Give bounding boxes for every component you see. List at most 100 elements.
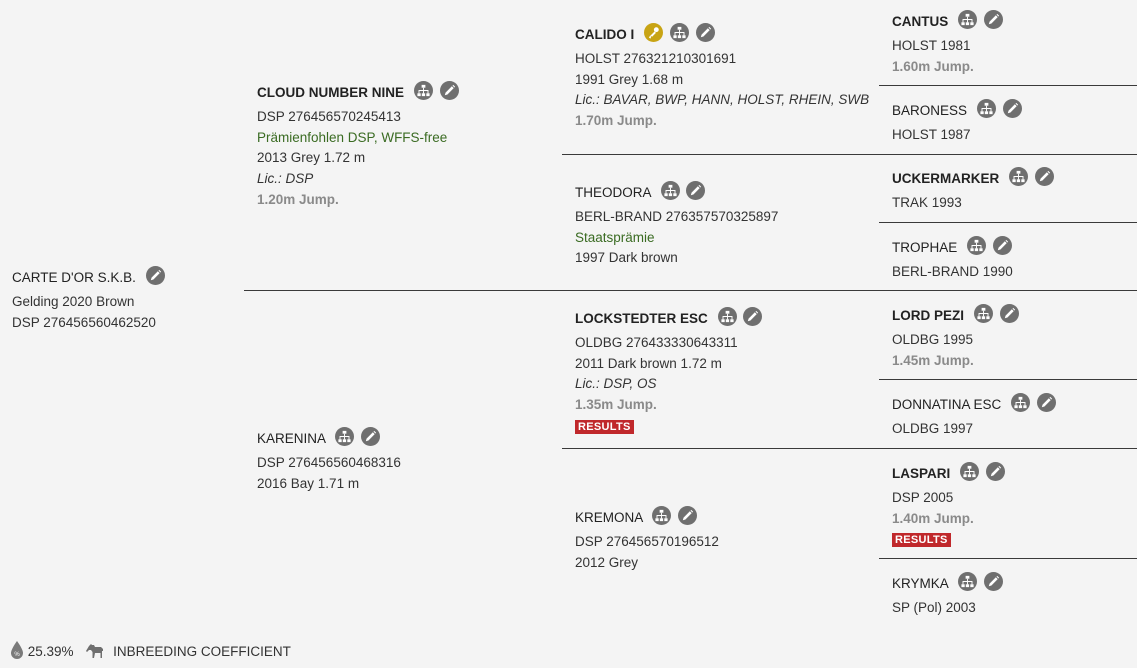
dam-sire-registration: OLDBG 276433330643311 — [575, 334, 738, 350]
pedigree-icon[interactable] — [717, 307, 737, 326]
sire-licence: Lic.: DSP — [257, 171, 314, 187]
cantus-details: HOLST 1981 — [892, 37, 971, 53]
edit-pencil-icon[interactable] — [360, 427, 380, 446]
subject-horse: CARTE D'OR S.K.B. Gelding 2020 Brown DSP… — [12, 266, 168, 333]
sire-dam: THEODORA BERL-BRAND 276357570325897 Staa… — [575, 181, 778, 269]
edit-pencil-icon[interactable] — [678, 506, 698, 525]
dam-sire-performance: 1.35m Jump. — [575, 397, 657, 413]
key-icon[interactable] — [644, 23, 664, 42]
trophae-name[interactable]: TROPHAE — [892, 240, 958, 255]
sire-dam-dam: TROPHAE BERL-BRAND 1990 — [892, 236, 1015, 283]
sire-dam-registration: BERL-BRAND 276357570325897 — [575, 208, 779, 224]
inbreeding-percent: 25.39% — [27, 644, 74, 659]
baroness-name[interactable]: BARONESS — [892, 103, 968, 118]
dam-registration: DSP 276456560468316 — [257, 454, 401, 470]
subject-name[interactable]: CARTE D'OR S.K.B. — [12, 270, 136, 285]
divider-lockstedter-kremona — [562, 448, 1137, 449]
divider-cantus-baroness — [879, 85, 1137, 86]
inbreeding-label: INBREEDING COEFFICIENT — [113, 644, 291, 659]
sire-sire-performance: 1.70m Jump. — [575, 113, 657, 129]
pedigree-icon[interactable] — [413, 81, 433, 100]
dam-dam: KREMONA DSP 276456570196512 2012 Grey — [575, 506, 719, 573]
sire-dam-name[interactable]: THEODORA — [575, 185, 651, 200]
svg-text:%: % — [14, 652, 20, 658]
edit-pencil-icon[interactable] — [439, 81, 459, 100]
divider-laspari-krymka — [879, 558, 1137, 559]
pedigree-icon[interactable] — [1009, 167, 1029, 186]
dam-sire-licence: Lic.: DSP, OS — [575, 376, 657, 392]
edit-pencil-icon[interactable] — [992, 236, 1012, 255]
dam-dam-name[interactable]: KREMONA — [575, 510, 643, 525]
dam-sire-name[interactable]: LOCKSTEDTER ESC — [575, 311, 708, 326]
pedigree-icon[interactable] — [957, 572, 977, 591]
edit-pencil-icon[interactable] — [1036, 393, 1056, 412]
pedigree-icon[interactable] — [960, 462, 980, 481]
pedigree-icon[interactable] — [1011, 393, 1031, 412]
sire-sire: CALIDO I HOLST 276321210301691 1991 Grey… — [575, 23, 869, 132]
uckermarker-name[interactable]: UCKERMARKER — [892, 171, 1000, 186]
pedigree-icon[interactable] — [660, 181, 680, 200]
results-button[interactable]: RESULTS — [892, 533, 951, 548]
pedigree-icon[interactable] — [976, 99, 996, 118]
edit-pencil-icon[interactable] — [145, 266, 165, 285]
edit-pencil-icon[interactable] — [695, 23, 715, 42]
sire-dam-award: Staatsprämie — [575, 229, 655, 245]
edit-pencil-icon[interactable] — [983, 572, 1003, 591]
inbreeding-footer: % 25.39% INBREEDING COEFFICIENT — [10, 640, 291, 665]
edit-pencil-icon[interactable] — [983, 10, 1003, 29]
donnatina-details: OLDBG 1997 — [892, 420, 974, 436]
sire-dam-sire: UCKERMARKER TRAK 1993 — [892, 167, 1057, 214]
sire-sire-registration: HOLST 276321210301691 — [575, 50, 737, 66]
pedigree-icon[interactable] — [967, 236, 987, 255]
pedigree-icon[interactable] — [335, 427, 355, 446]
dam-sire-sire: LORD PEZI OLDBG 1995 1.45m Jump. — [892, 304, 1022, 371]
trophae-details: BERL-BRAND 1990 — [892, 263, 1013, 279]
dam-name[interactable]: KARENINA — [257, 431, 326, 446]
divider-uckermarker-trophae — [879, 222, 1137, 223]
krymka-name[interactable]: KRYMKA — [892, 576, 949, 591]
lord-pezi-performance: 1.45m Jump. — [892, 352, 974, 368]
baroness-details: HOLST 1987 — [892, 126, 971, 142]
divider-calido-theodora — [562, 154, 1137, 155]
edit-pencil-icon[interactable] — [743, 307, 763, 326]
dam-dam-sire: LASPARI DSP 2005 1.40m Jump. RESULTS — [892, 462, 1008, 550]
lord-pezi-details: OLDBG 1995 — [892, 331, 974, 347]
sire-dam-details: 1997 Dark brown — [575, 250, 678, 266]
edit-pencil-icon[interactable] — [1034, 167, 1054, 186]
sire-award: Prämienfohlen DSP, WFFS-free — [257, 129, 448, 145]
sire-sire-licence: Lic.: BAVAR, BWP, HANN, HOLST, RHEIN, SW… — [575, 92, 870, 108]
lord-pezi-name[interactable]: LORD PEZI — [892, 308, 965, 323]
dam-dam-registration: DSP 276456570196512 — [575, 533, 719, 549]
sire-sire-details: 1991 Grey 1.68 m — [575, 71, 684, 87]
dam-sire: LOCKSTEDTER ESC OLDBG 276433330643311 20… — [575, 307, 765, 437]
edit-pencil-icon[interactable] — [985, 462, 1005, 481]
results-button[interactable]: RESULTS — [575, 419, 634, 434]
cantus-name[interactable]: CANTUS — [892, 14, 949, 29]
pedigree-icon[interactable] — [652, 506, 672, 525]
sire-sire-sire: CANTUS HOLST 1981 1.60m Jump. — [892, 10, 1006, 77]
pedigree-icon[interactable] — [669, 23, 689, 42]
sire-sire-dam: BARONESS HOLST 1987 — [892, 99, 1025, 146]
uckermarker-details: TRAK 1993 — [892, 194, 962, 210]
dam-details: 2016 Bay 1.71 m — [257, 475, 360, 491]
dam-dam-dam: KRYMKA SP (Pol) 2003 — [892, 572, 1006, 619]
sire-sire-name[interactable]: CALIDO I — [575, 27, 635, 42]
cantus-performance: 1.60m Jump. — [892, 58, 974, 74]
donnatina-name[interactable]: DONNATINA ESC — [892, 397, 1002, 412]
krymka-details: SP (Pol) 2003 — [892, 599, 976, 615]
pedigree-icon[interactable] — [973, 304, 993, 323]
dam: KARENINA DSP 276456560468316 2016 Bay 1.… — [257, 427, 401, 494]
laspari-details: DSP 2005 — [892, 489, 954, 505]
sire-name[interactable]: CLOUD NUMBER NINE — [257, 85, 404, 100]
sire-registration: DSP 276456570245413 — [257, 108, 401, 124]
laspari-name[interactable]: LASPARI — [892, 466, 951, 481]
edit-pencil-icon[interactable] — [1002, 99, 1022, 118]
horse-icon — [85, 642, 105, 665]
percent-drop-icon: % — [10, 640, 24, 665]
subject-registration: DSP 276456560462520 — [12, 314, 156, 330]
dam-sire-details: 2011 Dark brown 1.72 m — [575, 355, 722, 371]
pedigree-icon[interactable] — [958, 10, 978, 29]
edit-pencil-icon[interactable] — [686, 181, 706, 200]
laspari-performance: 1.40m Jump. — [892, 510, 974, 526]
edit-pencil-icon[interactable] — [999, 304, 1019, 323]
